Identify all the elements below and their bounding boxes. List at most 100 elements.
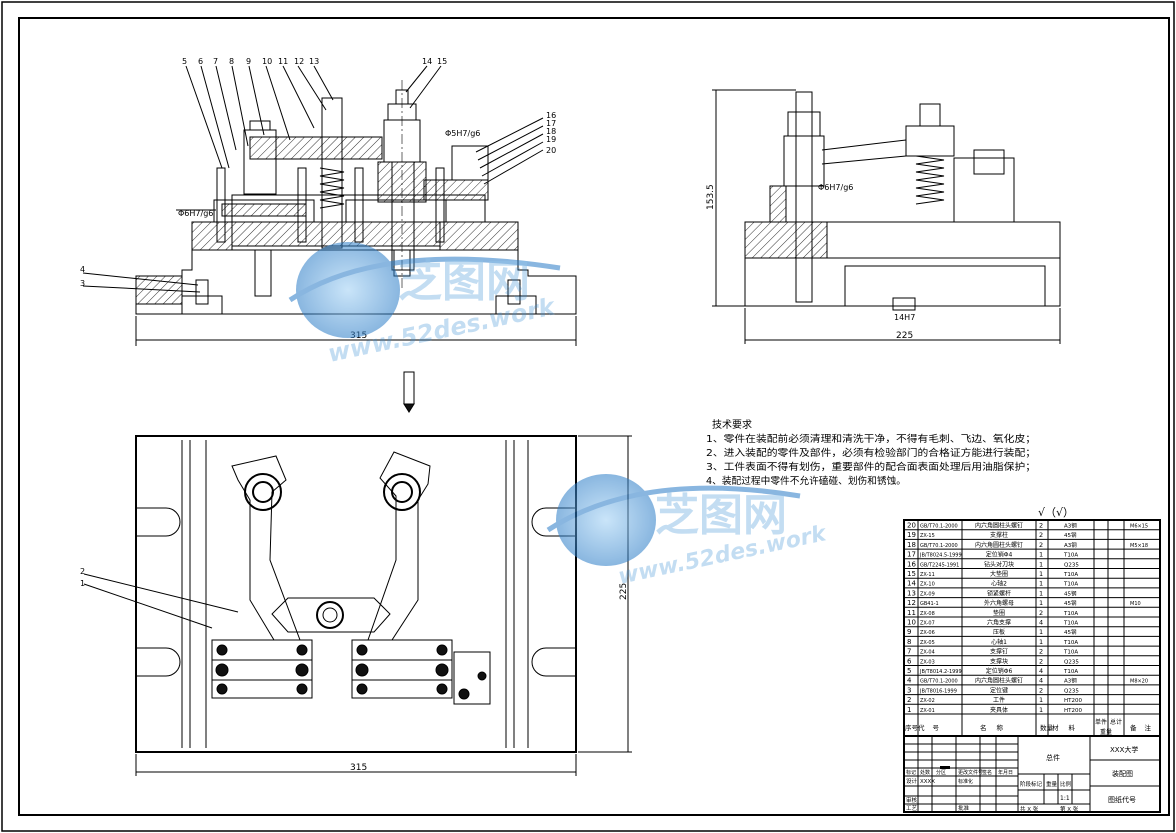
bom-cell-qty: 2 <box>1039 648 1043 656</box>
bom-cell-mat: T10A <box>1063 572 1078 578</box>
bom-cell-no: 18 <box>907 541 916 549</box>
bom-cell-name: 定位键 <box>990 686 1008 694</box>
tb-drawing-no: 图纸代号 <box>1108 795 1136 804</box>
watermark-brand: 芝图网 <box>655 490 787 541</box>
front-balloon: 19 <box>546 135 556 144</box>
bom-cell-qty: 2 <box>1039 657 1043 665</box>
bom-cell-qty: 4 <box>1039 619 1043 627</box>
side-width-dimension: 225 <box>896 331 913 341</box>
bom-cell-code: ZX-03 <box>920 659 935 665</box>
bom-cell-no: 20 <box>907 522 916 530</box>
bom-cell-mat: 45钢 <box>1064 628 1077 636</box>
tb-row-label: 标记 <box>906 769 916 776</box>
top-height-dimension: 225 <box>619 583 629 600</box>
front-balloon: 12 <box>294 57 304 66</box>
bom-cell-mat: 45钢 <box>1064 599 1077 607</box>
bom-header-no: 序号 <box>905 723 919 732</box>
bom-cell-name: 钻头对刀块 <box>984 560 1014 568</box>
front-balloon: 10 <box>262 57 272 66</box>
bom-cell-qty: 1 <box>1039 580 1043 588</box>
tech-req-item: 2、进入装配的零件及部件，必须有检验部门的合格证方能进行装配； <box>706 447 1036 459</box>
front-balloon: 16 <box>546 111 556 120</box>
bom-cell-code: GB/T70.1-2000 <box>920 679 958 685</box>
tb-drawing-type: 装配图 <box>1112 769 1133 778</box>
bom-cell-code: ZX-08 <box>920 611 935 617</box>
bom-header-code: 代号 <box>918 723 947 732</box>
bom-cell-qty: 2 <box>1039 522 1043 530</box>
tb-designer: XXXX <box>920 779 935 785</box>
bom-cell-qty: 1 <box>1039 628 1043 636</box>
bom-cell-mat: T10A <box>1063 553 1078 559</box>
bom-cell-mat: HT200 <box>1064 698 1082 704</box>
bom-cell-code: ZX-04 <box>920 650 935 656</box>
front-balloon: 15 <box>437 57 447 66</box>
tb-sheet-total: 共 X 张 <box>1020 805 1039 813</box>
title-block: 总件 XXX大学 装配图 图纸代号 阶段标记 重量 比例 1:1 共 X 张 第… <box>903 735 1161 813</box>
bom-cell-mat: A3钢 <box>1064 677 1077 685</box>
tech-req-item: 3、工件表面不得有划伤，重要部件的配合面表面处理后用油脂保护； <box>706 461 1036 473</box>
bom-cell-code: JB/T8024.5-1999 <box>919 553 962 559</box>
tb-row-label: 签名 <box>982 769 992 776</box>
side-height-dimension: 153.5 <box>706 184 716 210</box>
bom-header-single: 单件 <box>1095 718 1107 726</box>
bom-cell-no: 14 <box>907 580 916 588</box>
tb-row-label: 分区 <box>936 769 946 776</box>
bom-cell-name: 夹具体 <box>990 706 1008 714</box>
front-balloon: 18 <box>546 127 556 136</box>
bom-cell-name: 支撑块 <box>990 657 1008 665</box>
front-leaders <box>82 65 544 293</box>
bom-cell-name: 锁紧螺杆 <box>987 589 1011 597</box>
bom-cell-mat: T10A <box>1063 621 1078 627</box>
bom-cell-code: GB41-1 <box>920 601 939 607</box>
bom-cell-no: 15 <box>907 570 916 578</box>
bom-cell-note: M10 <box>1130 601 1141 607</box>
bom-cell-code: ZX-05 <box>920 640 935 646</box>
bom-cell-no: 6 <box>907 657 912 665</box>
bom-cell-name: 工件 <box>993 696 1005 704</box>
bom-cell-code: ZX-07 <box>920 621 935 627</box>
bom-cell-code: ZX-06 <box>920 630 935 636</box>
top-width-dimension: 315 <box>350 763 367 773</box>
bom-cell-note: M8×20 <box>1130 679 1148 685</box>
bom-cell-note: M6×15 <box>1130 524 1148 530</box>
surface-roughness-symbol: √（√） <box>1038 506 1074 519</box>
bom-cell-mat: HT200 <box>1064 708 1082 714</box>
watermark-logo: 芝图网 www.52des.work <box>288 242 561 368</box>
bom-cell-name: 内六角圆柱头螺钉 <box>975 522 1023 530</box>
bom-cell-qty: 1 <box>1039 570 1043 578</box>
bom-cell-qty: 2 <box>1039 686 1043 694</box>
tb-row-label: 处数 <box>920 769 930 776</box>
bom-cell-no: 11 <box>907 609 916 617</box>
front-balloon: 9 <box>246 57 251 66</box>
bom-cell-name: 垫圈 <box>993 609 1005 617</box>
bom-cell-mat: Q235 <box>1064 688 1079 694</box>
tb-process-label: 工艺 <box>906 805 918 812</box>
bom-cell-name: 外六角螺母 <box>984 599 1014 607</box>
tb-weight-label: 重量 <box>1046 780 1058 788</box>
bom-cell-qty: 1 <box>1039 599 1043 607</box>
tb-row-label: 更改文件号 <box>958 769 983 776</box>
drill-symbol <box>403 371 415 413</box>
bom-cell-no: 2 <box>907 696 911 704</box>
bom-cell-mat: T10A <box>1063 582 1078 588</box>
bom-header-weight: 重量 <box>1100 728 1112 736</box>
fit-callout: Φ6H7/g6 <box>178 209 213 218</box>
front-balloon: 6 <box>198 57 203 66</box>
bom-cell-no: 3 <box>907 686 911 694</box>
bom-cell-name: 支撑钉 <box>990 648 1008 656</box>
front-balloon: 5 <box>182 57 187 66</box>
